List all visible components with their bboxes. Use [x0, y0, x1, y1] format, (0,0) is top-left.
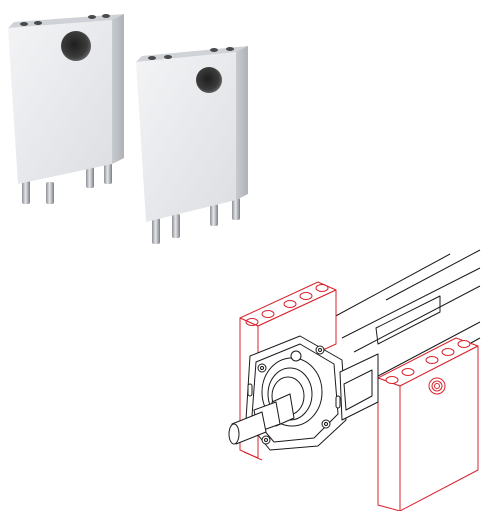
left-bracket-pins — [22, 162, 112, 204]
right-bracket-bore — [196, 67, 222, 93]
technical-drawing — [228, 249, 481, 511]
piston-rod — [228, 393, 295, 445]
left-bracket — [8, 14, 124, 204]
right-bracket-pins — [152, 198, 240, 244]
left-bracket-bore — [61, 31, 91, 61]
left-bracket-top-holes — [20, 14, 110, 26]
mounting-rail — [339, 353, 379, 421]
right-bracket-top-holes — [148, 47, 234, 60]
right-bracket — [136, 46, 248, 244]
front-bracket-drawing — [377, 337, 479, 511]
